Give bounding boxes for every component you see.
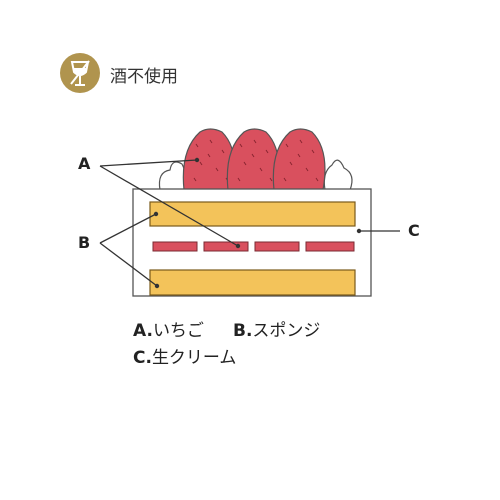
legend-item-c: C.生クリーム — [133, 343, 236, 368]
legend-text-a: いちご — [152, 321, 204, 341]
no-alcohol-badge — [60, 53, 100, 93]
callout-c-label: C — [408, 221, 420, 240]
callout-b-lines — [99, 211, 160, 289]
strawberry-3 — [272, 128, 326, 191]
legend-key-b: B. — [233, 321, 253, 341]
no-alcohol-label: 酒不使用 — [110, 67, 178, 87]
legend-key-c: C. — [133, 348, 152, 368]
callout-a-lines — [99, 157, 241, 249]
no-alcohol-icon — [70, 60, 90, 86]
legend-text-c: 生クリーム — [151, 348, 237, 368]
strawberry-slice-layer — [152, 241, 355, 252]
legend-item-b: B.スポンジ — [233, 316, 320, 341]
legend-key-a: A. — [133, 321, 153, 341]
sponge-bottom — [149, 269, 356, 296]
callout-a-label: A — [78, 154, 91, 173]
strawberry-2 — [226, 128, 280, 191]
callout-c-line — [356, 228, 400, 234]
legend-item-a: A.いちご — [133, 316, 204, 341]
cream-puff-right — [323, 159, 353, 191]
sponge-top — [149, 201, 356, 227]
legend-text-b: スポンジ — [252, 321, 321, 341]
callout-b-label: B — [78, 233, 91, 252]
cream-puff-left — [158, 161, 188, 191]
